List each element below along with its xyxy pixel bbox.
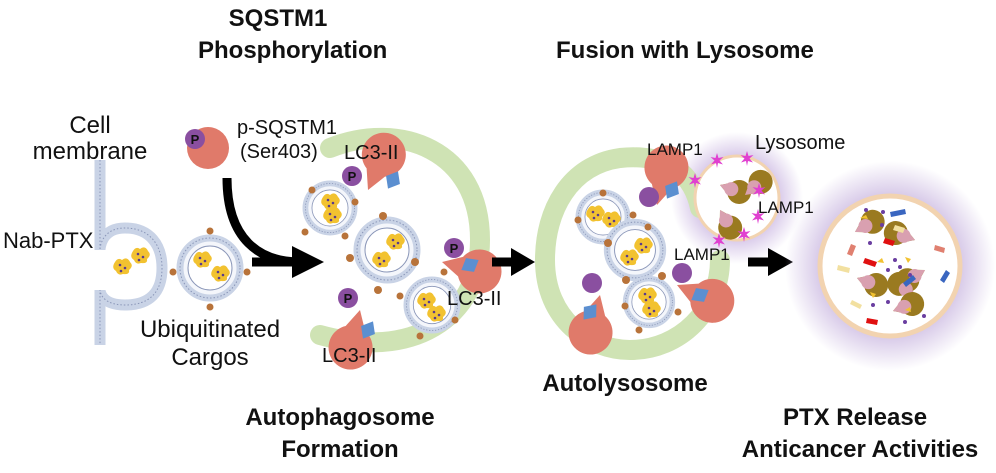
label-lc3-ii-right: LC3-II xyxy=(447,288,502,310)
header-fusion-with-lysosome: Fusion with Lysosome xyxy=(556,37,814,64)
header-autophagosome: Autophagosome xyxy=(245,404,435,431)
label-nab-ptx: Nab-PTX xyxy=(3,228,94,253)
arrow-head xyxy=(511,248,535,276)
label-lamp1-bottom: LAMP1 xyxy=(674,245,730,264)
nab-ptx-particle xyxy=(113,258,132,275)
header-sqstm1: SQSTM1 xyxy=(228,5,328,32)
label-lc3-ii-top: LC3-II xyxy=(344,142,399,164)
arrow-head xyxy=(292,246,324,278)
label-p-sqstm1: p-SQSTM1 xyxy=(237,117,338,139)
label-lc3-ii-bottom: LC3-II xyxy=(322,345,377,367)
header-anticancer-activities: Anticancer Activities xyxy=(741,436,979,463)
nab-ptx-particle xyxy=(131,247,150,264)
label-cargos: Cargos xyxy=(171,344,249,371)
header-formation: Formation xyxy=(281,436,399,463)
header-ptx-release: PTX Release xyxy=(782,404,928,431)
label-ser403: (Ser403) xyxy=(240,141,318,163)
p-sqstm1-protein xyxy=(185,127,229,169)
cell-membrane xyxy=(94,160,168,345)
autolysosome xyxy=(534,139,743,361)
autophagosome xyxy=(301,124,508,376)
curved-arrow xyxy=(222,177,301,267)
label-ubiquitinated: Ubiquitinated xyxy=(139,316,281,343)
label-cell-membrane-2: membrane xyxy=(32,138,148,165)
ubiquitinated-cargo-vesicle xyxy=(169,227,251,311)
label-cell-membrane-1: Cell xyxy=(69,112,111,139)
arrow-head xyxy=(768,248,793,276)
header-autolysosome: Autolysosome xyxy=(542,370,708,397)
ptx-release-vesicle xyxy=(785,161,995,371)
lysosome xyxy=(688,151,781,248)
label-lamp1-left: LAMP1 xyxy=(647,140,703,159)
header-phosphorylation: Phosphorylation xyxy=(198,37,388,64)
label-lamp1-right: LAMP1 xyxy=(758,198,814,217)
label-lysosome: Lysosome xyxy=(755,132,846,154)
